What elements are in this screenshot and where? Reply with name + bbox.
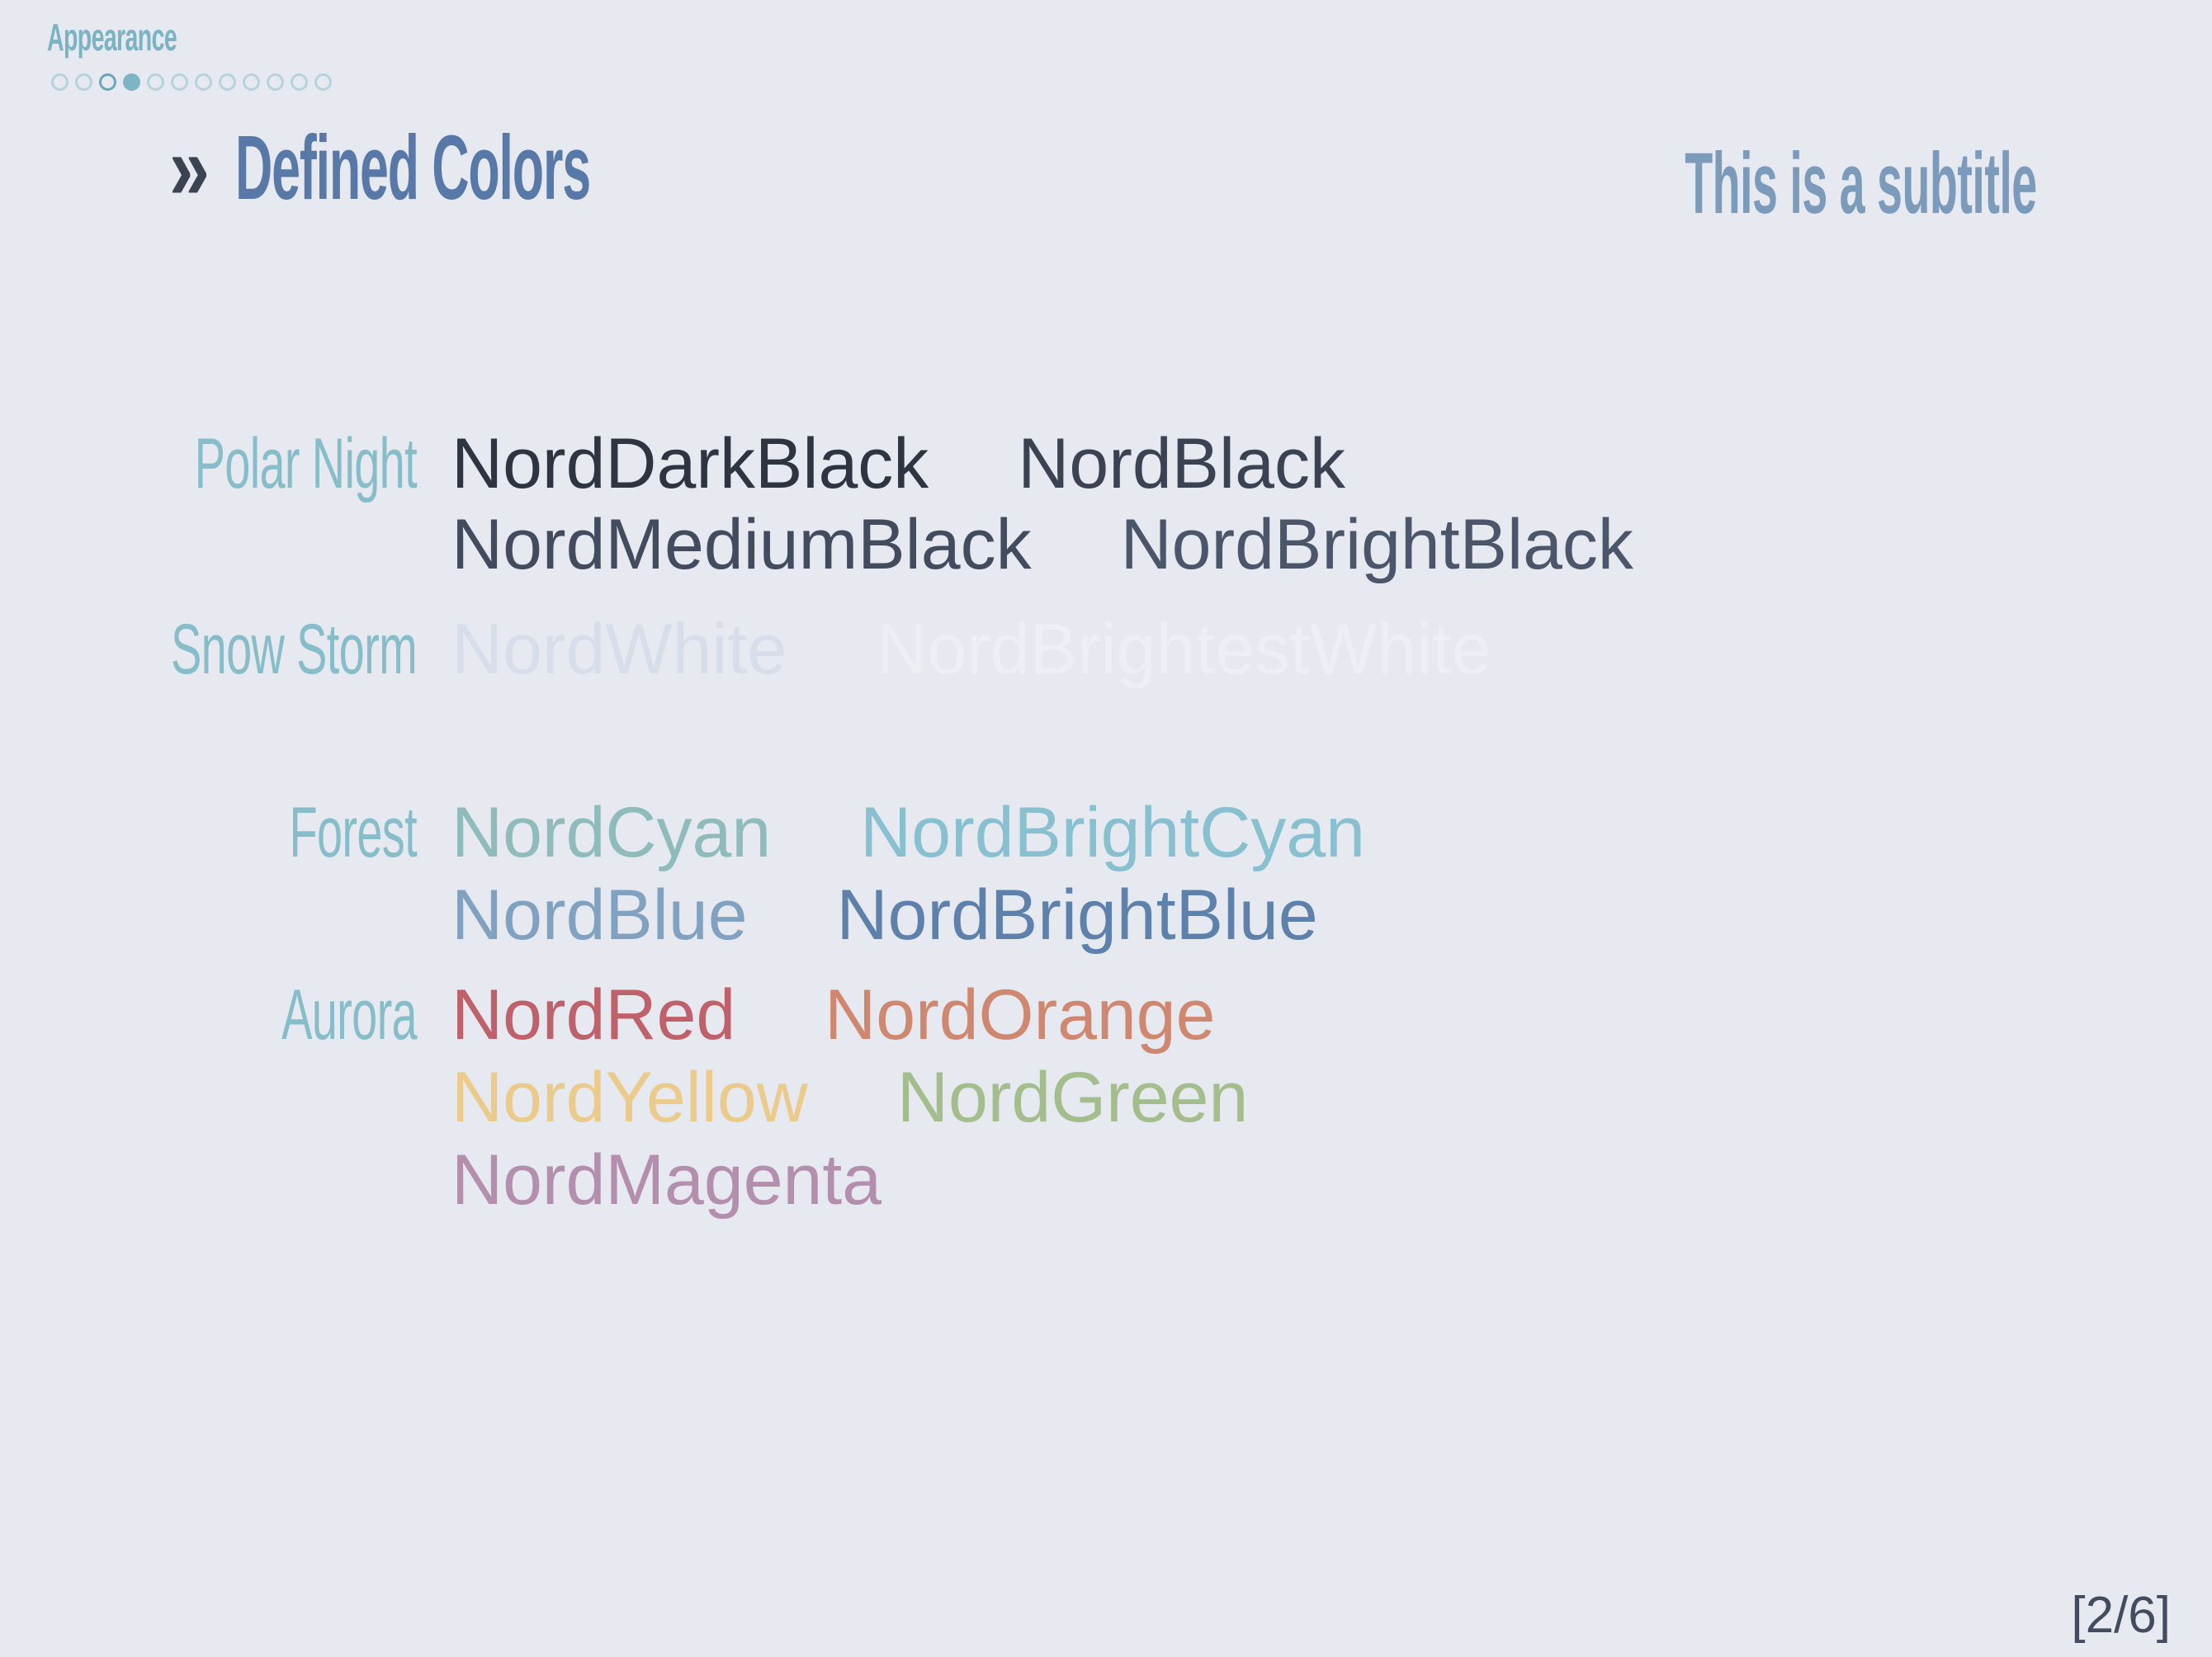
palette-row: Forest NordCyan NordBrightCyan (0, 791, 2146, 874)
color-name: NordMediumBlack (451, 505, 1032, 584)
color-name: NordBrightCyan (860, 793, 1365, 872)
color-name: NordMagenta (451, 1140, 882, 1220)
progress-dot[interactable] (123, 73, 140, 91)
color-words: NordCyan NordBrightCyan (451, 791, 1365, 874)
color-name: NordYellow (451, 1058, 808, 1137)
color-words: NordRed NordOrange (451, 974, 1215, 1056)
progress-dot[interactable] (267, 73, 284, 91)
palette-row: Snow Storm NordWhite NordBrightestWhite (0, 608, 2146, 691)
progress-dot[interactable] (99, 73, 116, 91)
frame-title: Defined Colors (235, 117, 591, 219)
palette-row: NordMagenta (0, 1139, 2146, 1221)
progress-dot[interactable] (195, 73, 212, 91)
color-name: NordBrightestWhite (876, 610, 1491, 689)
progress-dot[interactable] (51, 73, 69, 91)
color-name: NordOrange (825, 975, 1216, 1055)
progress-dot[interactable] (171, 73, 188, 91)
progress-dot[interactable] (75, 73, 92, 91)
progress-dot[interactable] (243, 73, 260, 91)
group-label: Polar Night (194, 424, 418, 503)
palette-row: NordYellow NordGreen (0, 1056, 2146, 1139)
color-name: NordDarkBlack (451, 424, 929, 503)
title-marker-icon: » (169, 117, 210, 219)
page-indicator: [2/6] (2071, 1587, 2171, 1644)
frame-subtitle: This is a subtitle (1685, 135, 2038, 232)
section-title: Appearance (47, 16, 177, 59)
color-words: NordBlue NordBrightBlue (451, 874, 1318, 956)
group-label: Snow Storm (171, 610, 418, 689)
color-words: NordMediumBlack NordBrightBlack (451, 503, 1633, 586)
progress-dot[interactable] (147, 73, 164, 91)
color-words: NordWhite NordBrightestWhite (451, 608, 1491, 691)
color-name: NordRed (451, 975, 736, 1055)
progress-dot[interactable] (314, 73, 332, 91)
palette-row: Aurora NordRed NordOrange (0, 974, 2146, 1056)
color-name: NordBrightBlue (836, 876, 1318, 955)
progress-dots (51, 73, 332, 91)
color-words: NordYellow NordGreen (451, 1056, 1248, 1139)
palette-row: NordBlue NordBrightBlue (0, 874, 2146, 956)
group-label: Aurora (281, 975, 418, 1055)
color-name: NordBlue (451, 876, 748, 955)
color-name: NordCyan (451, 793, 772, 872)
color-words: NordMagenta (451, 1139, 881, 1221)
progress-dot[interactable] (219, 73, 236, 91)
color-name: NordBrightBlack (1120, 505, 1633, 584)
color-words: NordDarkBlack NordBlack (451, 423, 1345, 505)
group-label: Forest (289, 793, 417, 872)
color-name: NordWhite (451, 610, 787, 689)
palette-row: NordMediumBlack NordBrightBlack (0, 503, 2146, 586)
progress-dot[interactable] (291, 73, 308, 91)
color-name: NordBlack (1018, 424, 1345, 503)
color-name: NordGreen (896, 1058, 1249, 1137)
palette-row: Polar Night NordDarkBlack NordBlack (0, 423, 2146, 505)
